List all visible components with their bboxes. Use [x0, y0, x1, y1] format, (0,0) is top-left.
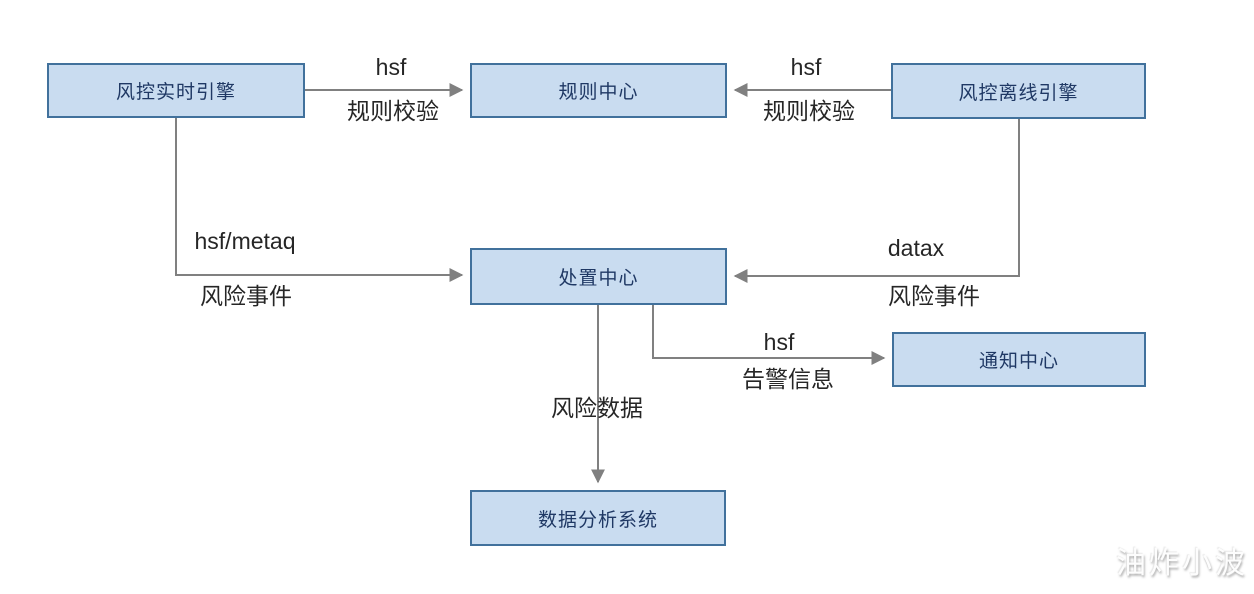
- node-realtime-engine: 风控实时引擎: [47, 63, 305, 118]
- edge-label-protocol: hsf: [763, 329, 795, 355]
- edge-label-text: 风险数据: [551, 395, 643, 421]
- watermark: 油炸小波: [1116, 547, 1248, 580]
- node-offline-engine: 风控离线引擎: [891, 63, 1146, 119]
- edge-label-protocol: hsf/metaq: [194, 228, 296, 254]
- edge-label-protocol: hsf: [375, 54, 407, 80]
- node-rule-center: 规则中心: [470, 63, 727, 118]
- edge-offline-to-dispose: [733, 119, 1020, 283]
- edge-label-protocol: hsf: [790, 54, 822, 80]
- node-data-analysis-system: 数据分析系统: [470, 490, 726, 546]
- edge-label-text: 规则校验: [347, 98, 439, 124]
- edge-label-text: 规则校验: [763, 98, 855, 124]
- node-notify-center: 通知中心: [892, 332, 1146, 387]
- edge-label-text: 风险事件: [888, 283, 980, 309]
- edge-label-protocol: datax: [887, 235, 945, 261]
- node-dispose-center: 处置中心: [470, 248, 727, 305]
- edge-label-text: 告警信息: [742, 366, 834, 392]
- edge-label-text: 风险事件: [200, 283, 292, 309]
- edge-realtime-to-dispose: [175, 118, 464, 282]
- edge-dispose-to-notify: [652, 305, 886, 365]
